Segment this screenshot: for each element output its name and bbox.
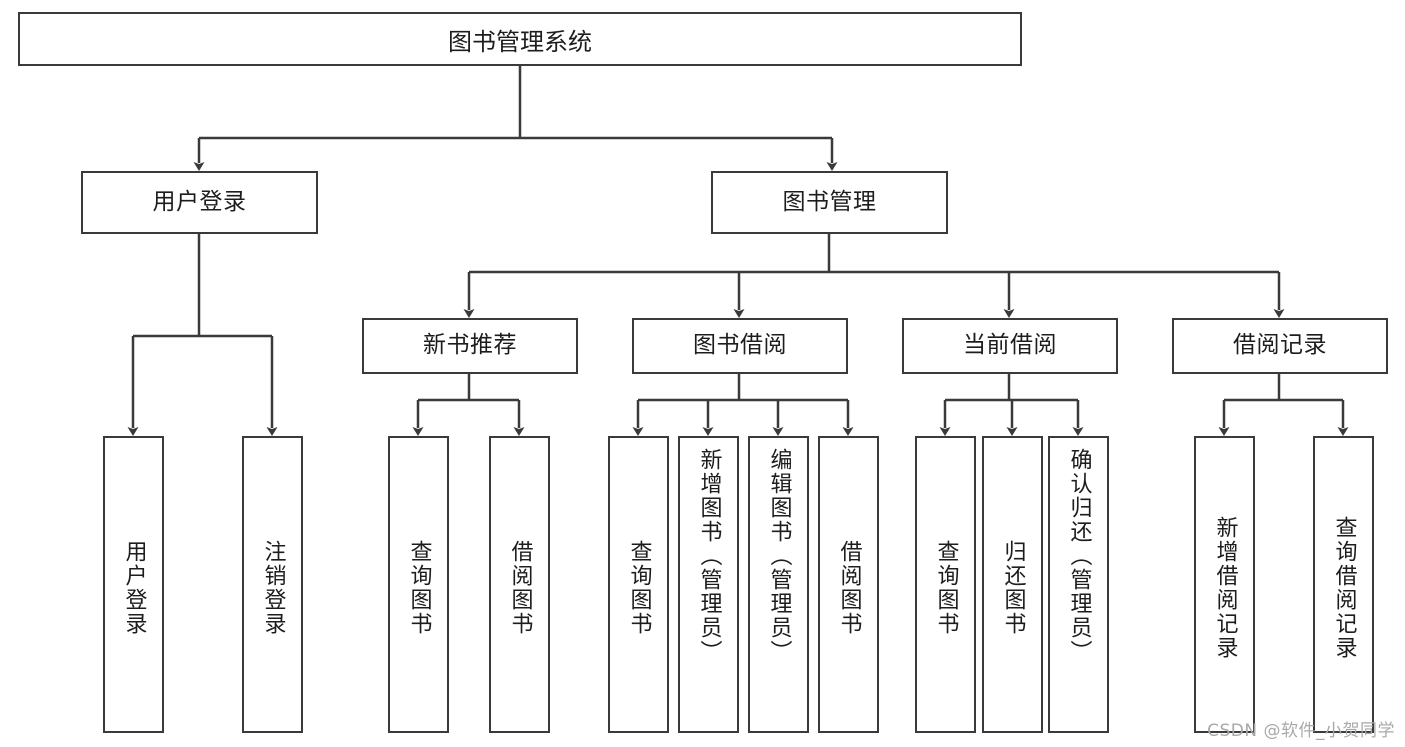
node-label: 借阅记录 [1233, 332, 1327, 359]
node-borrow-record[interactable]: 借阅记录 [1172, 318, 1388, 374]
node-label: 当前借阅 [963, 332, 1057, 359]
node-label: 图书管理 [782, 188, 877, 215]
node-new-book-recommend[interactable]: 新书推荐 [362, 318, 578, 374]
leaf-user-login[interactable]: 用户登录 [103, 436, 164, 733]
leaf-query-book-borrow[interactable]: 查询图书 [608, 436, 669, 733]
leaf-borrow-book-borrow[interactable]: 借阅图书 [818, 436, 879, 733]
leaf-add-book-admin[interactable]: 新增图书（管理员） [678, 436, 739, 733]
node-current-borrow[interactable]: 当前借阅 [902, 318, 1118, 374]
node-label: 新增借阅记录 [1212, 515, 1238, 660]
node-label: 注销登录 [260, 539, 286, 636]
node-label: 新书推荐 [423, 332, 517, 359]
node-label: 查询图书 [406, 539, 432, 636]
node-label: 查询图书 [626, 539, 652, 636]
node-label: 归还图书 [1000, 539, 1026, 636]
node-label: 借阅图书 [507, 539, 533, 636]
leaf-edit-book-admin[interactable]: 编辑图书（管理员） [748, 436, 809, 733]
node-label: 图书借阅 [693, 332, 787, 359]
csdn-watermark: CSDN @软件_小贺同学 [1207, 721, 1395, 741]
node-label: 图书管理系统 [448, 27, 592, 56]
leaf-query-borrow-record[interactable]: 查询借阅记录 [1313, 436, 1374, 733]
node-user-login[interactable]: 用户登录 [81, 171, 318, 234]
node-label: 确认归还（管理员） [1066, 448, 1092, 664]
node-book-borrow[interactable]: 图书借阅 [632, 318, 848, 374]
leaf-return-book[interactable]: 归还图书 [982, 436, 1043, 733]
node-label: 查询借阅记录 [1331, 515, 1357, 660]
node-label: 借阅图书 [836, 539, 862, 636]
leaf-query-book-new-recommend[interactable]: 查询图书 [388, 436, 449, 733]
node-label: 编辑图书（管理员） [766, 448, 792, 664]
leaf-logout-login[interactable]: 注销登录 [242, 436, 303, 733]
node-book-management[interactable]: 图书管理 [711, 171, 948, 234]
leaf-query-book-current[interactable]: 查询图书 [915, 436, 976, 733]
node-label: 用户登录 [152, 188, 247, 215]
node-label: 查询图书 [933, 539, 959, 636]
leaf-borrow-book-new-recommend[interactable]: 借阅图书 [489, 436, 550, 733]
leaf-add-borrow-record[interactable]: 新增借阅记录 [1194, 436, 1255, 733]
node-label: 用户登录 [121, 539, 147, 636]
node-label: 新增图书（管理员） [696, 448, 722, 664]
node-root-book-management-system[interactable]: 图书管理系统 [18, 12, 1022, 66]
leaf-confirm-return-admin[interactable]: 确认归还（管理员） [1048, 436, 1109, 733]
